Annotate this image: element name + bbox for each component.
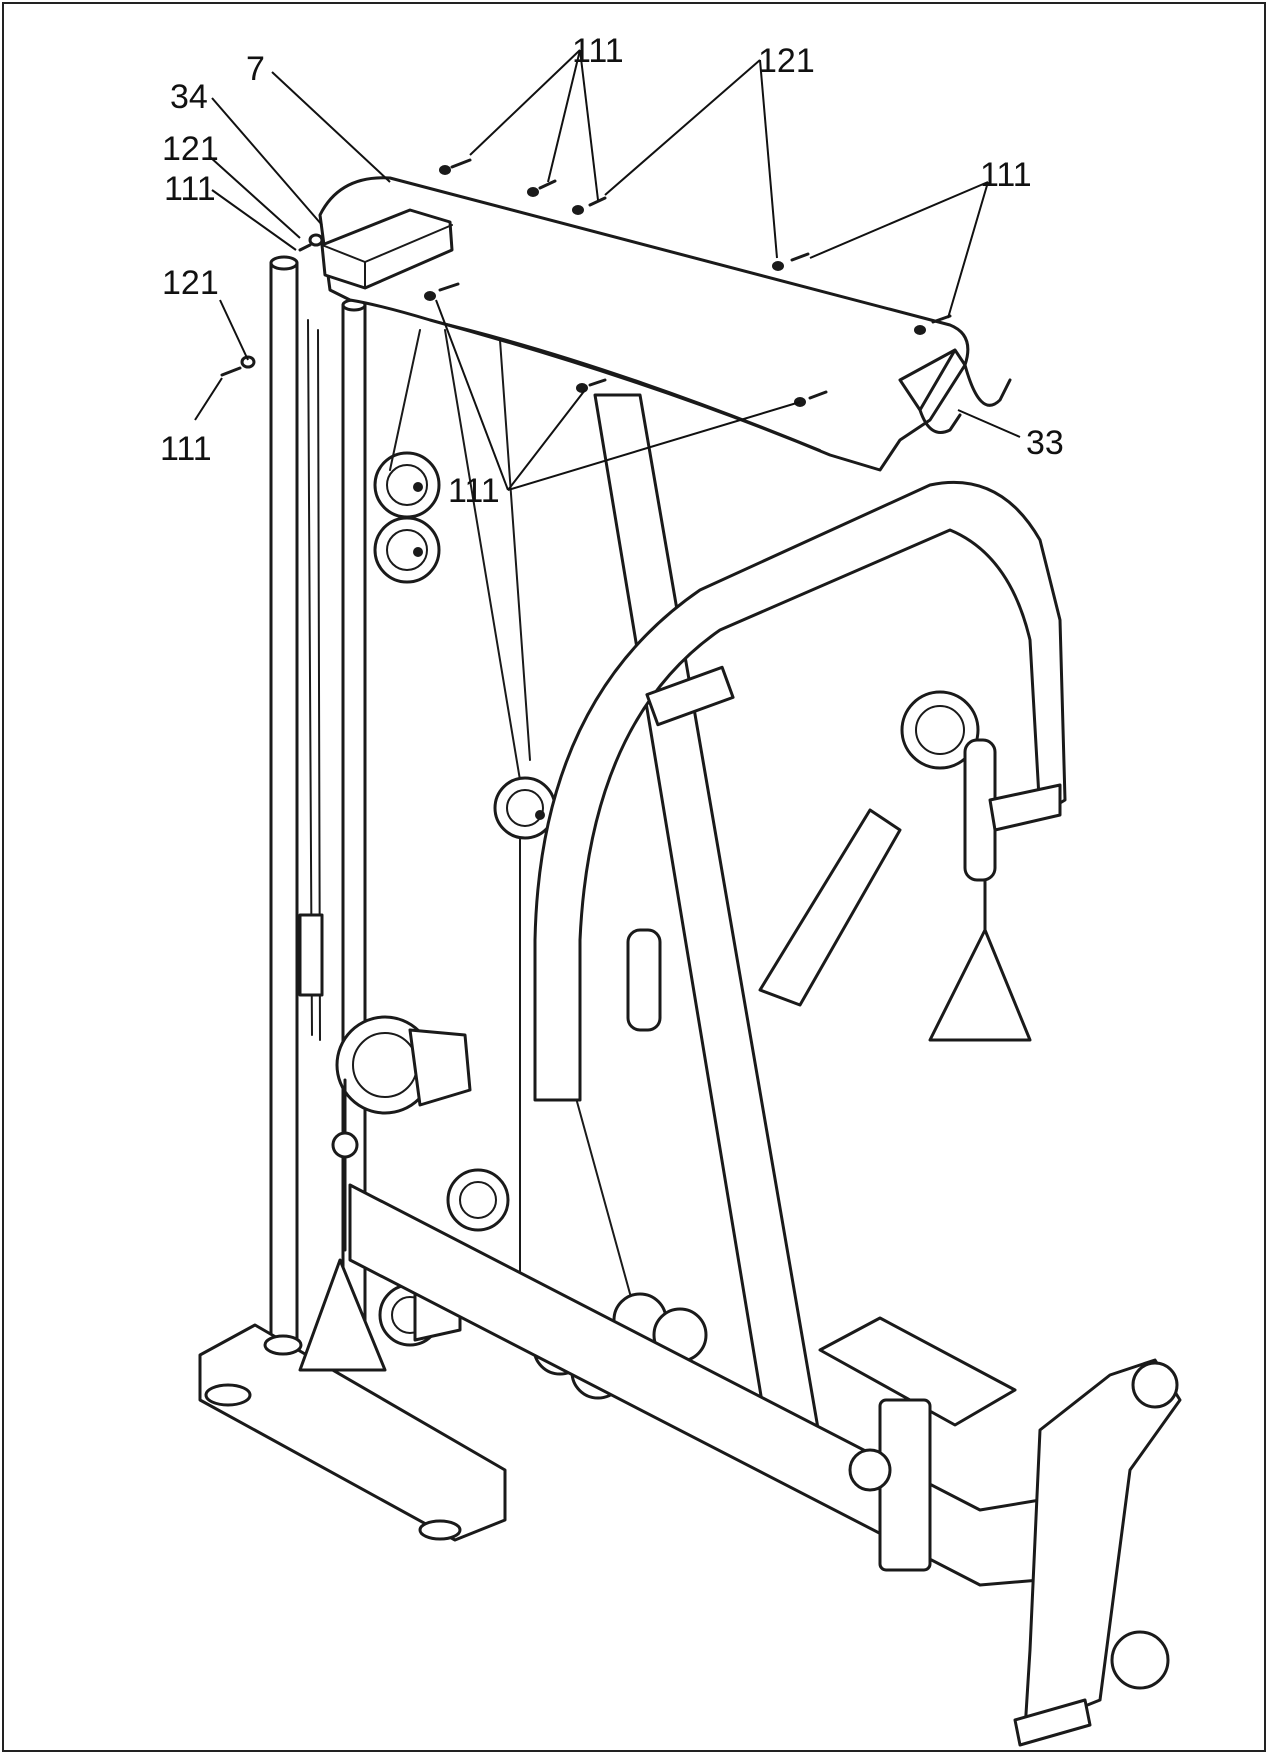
callout-label: 111 (980, 156, 1032, 194)
callout-label: 111 (160, 430, 212, 468)
leg-developer (1023, 1358, 1182, 1732)
callout-label: 7 (246, 50, 265, 88)
accessory-hook (898, 348, 1012, 434)
d-handle-right (928, 928, 1032, 1042)
left-guide-rod (269, 261, 299, 1345)
leader-lines (194, 49, 1021, 491)
callout-label: 33 (1026, 424, 1064, 462)
pop-pin-knob (848, 1448, 892, 1492)
gym-frame-drawing (198, 158, 1182, 1747)
bolt-group-top (220, 158, 952, 407)
callout-label: 121 (758, 42, 815, 80)
d-handle-left (298, 1258, 387, 1372)
callout-label: 111 (164, 170, 216, 208)
press-arm (758, 808, 902, 1007)
left-base-foot (198, 1323, 507, 1542)
top-pulleys (373, 451, 441, 584)
callout-label: 111 (448, 472, 500, 510)
callout-label: 111 (572, 32, 624, 70)
callout-label: 121 (162, 264, 219, 302)
callout-label: 34 (170, 78, 208, 116)
callout-label: 121 (162, 130, 219, 168)
callout-labels: 111 121 7 34 121 111 111 121 111 111 33 (160, 32, 1064, 510)
top-cap (320, 208, 454, 290)
